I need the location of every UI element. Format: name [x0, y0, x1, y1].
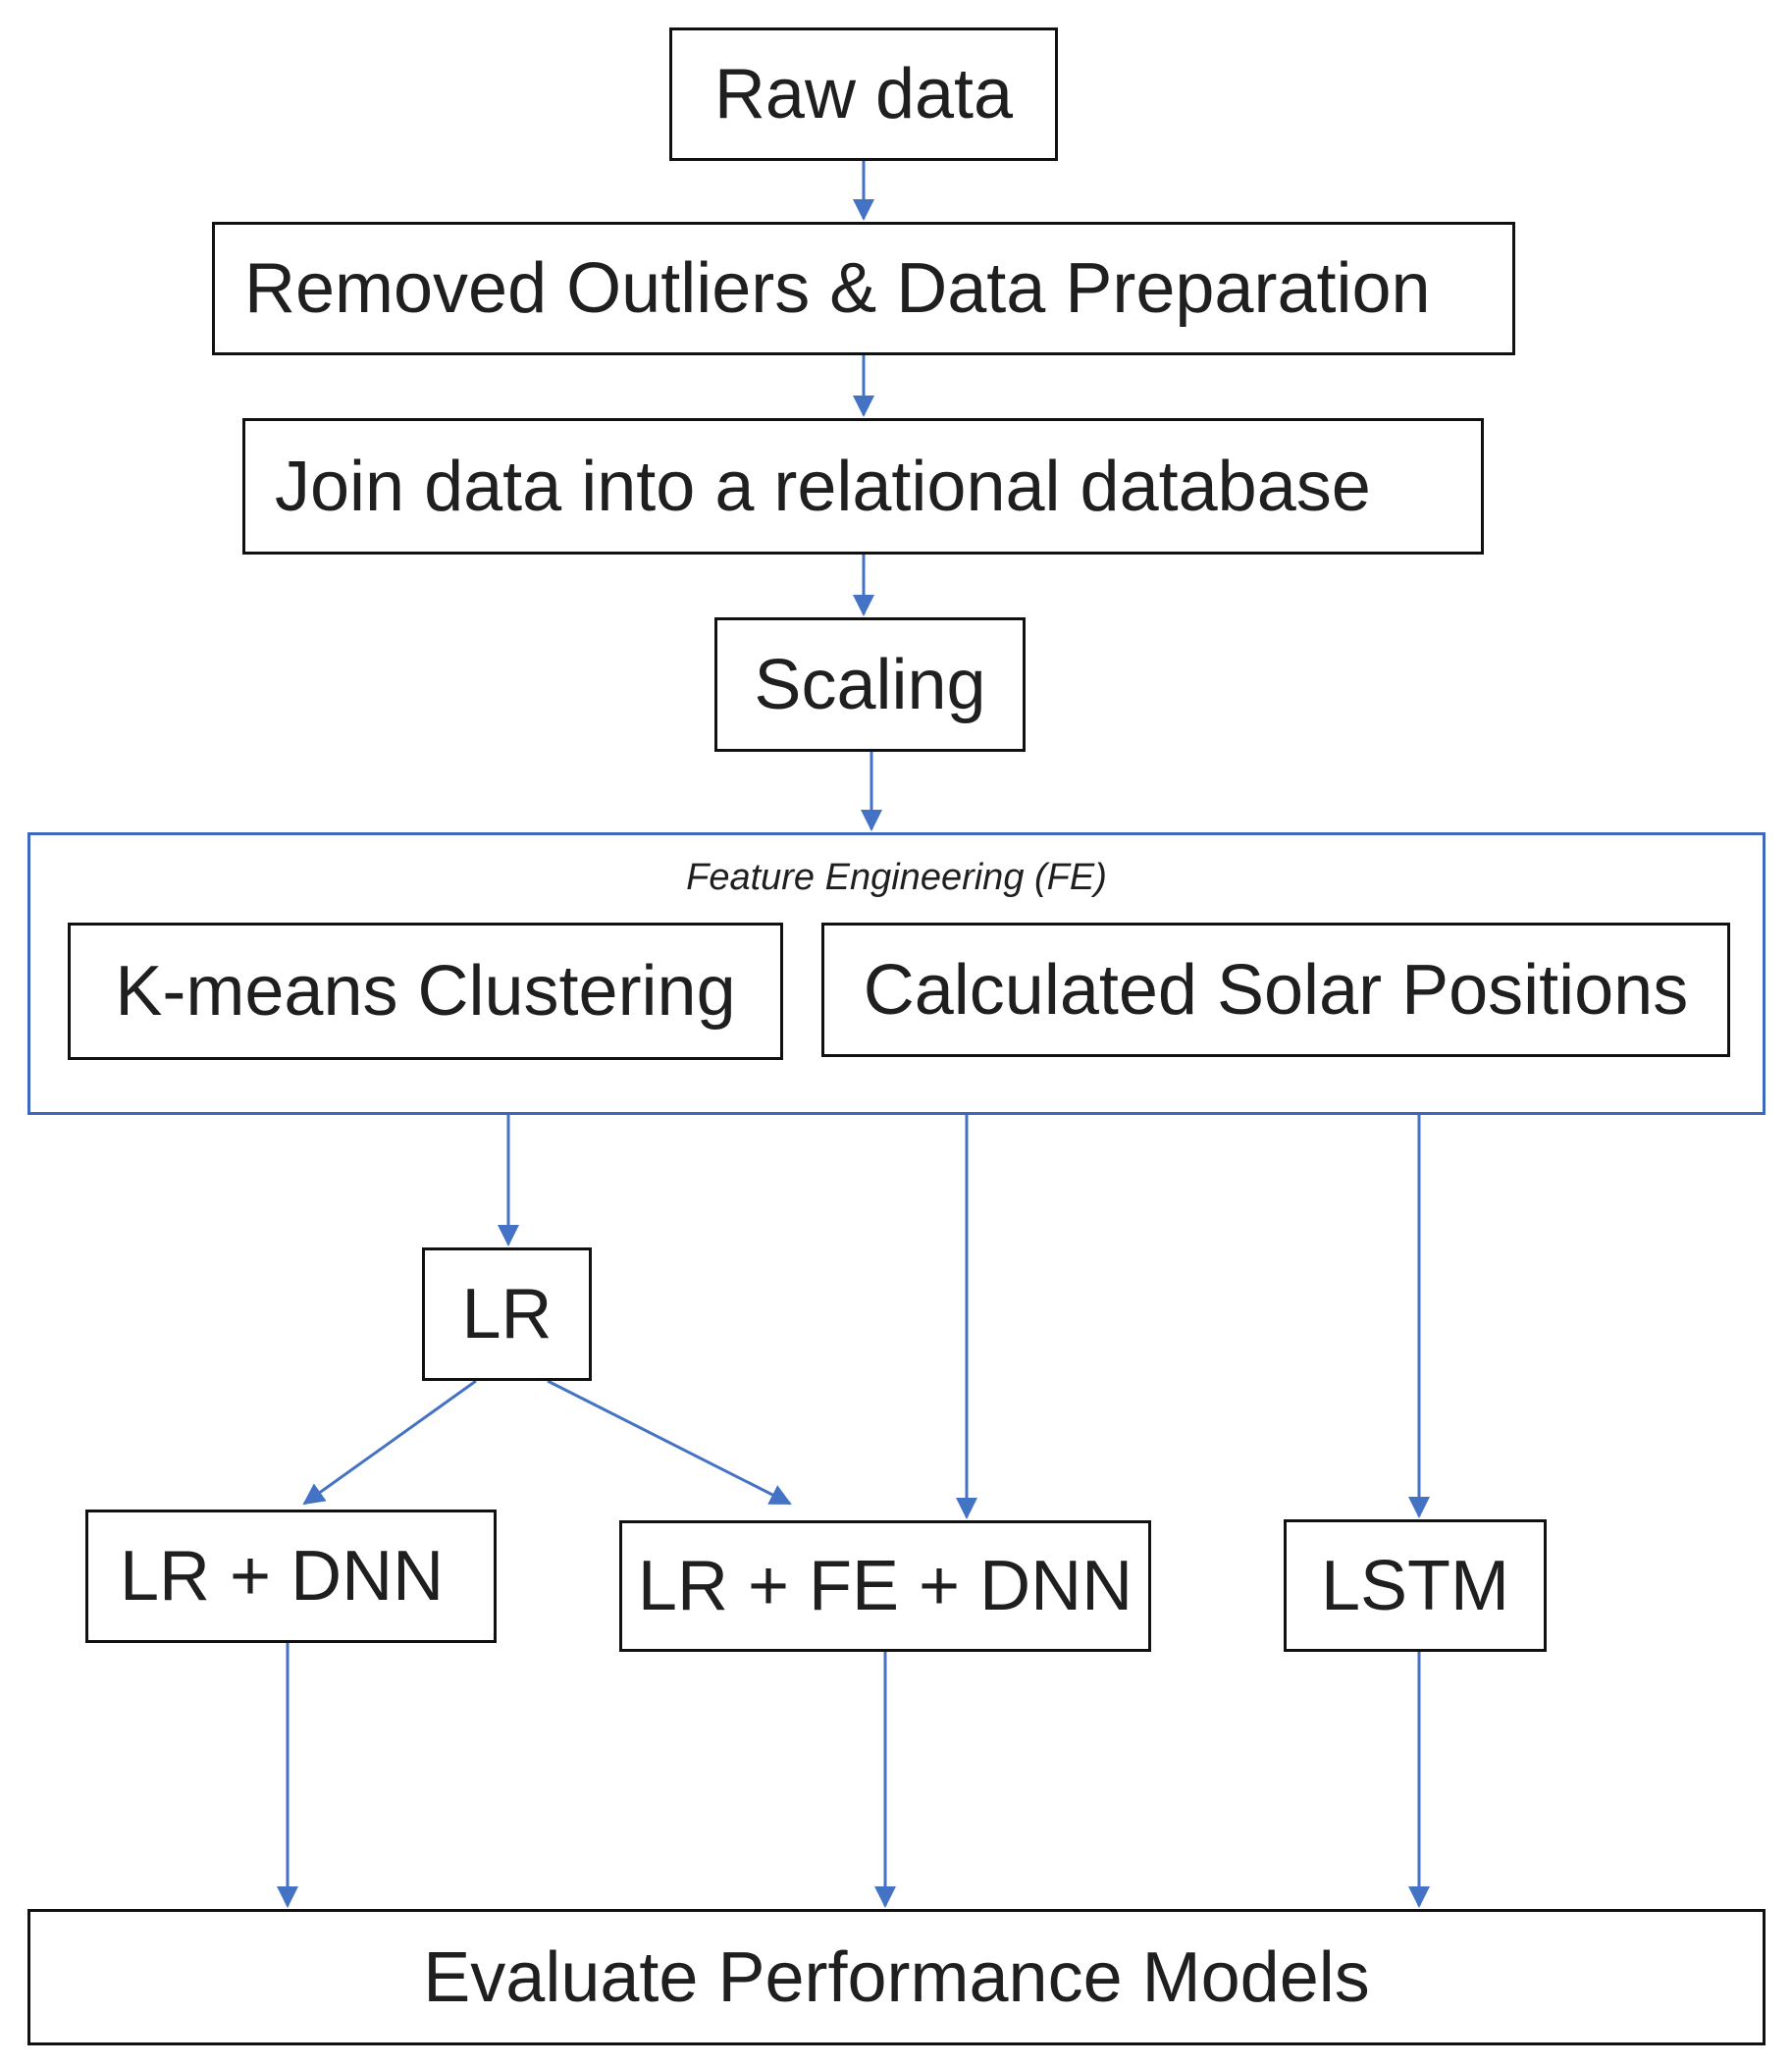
solar-positions-label: Calculated Solar Positions [863, 950, 1689, 1030]
outliers-node: Removed Outliers & Data Preparation [212, 222, 1515, 355]
join-label: Join data into a relational database [275, 447, 1371, 526]
lstm-label: LSTM [1320, 1546, 1510, 1625]
feature-engineering-group: Feature Engineering (FE) [27, 832, 1766, 1115]
kmeans-label: K-means Clustering [115, 952, 736, 1031]
lr-node: LR [422, 1247, 592, 1381]
evaluate-node: Evaluate Performance Models [27, 1909, 1766, 2045]
raw-data-node: Raw data [669, 27, 1058, 161]
lstm-node: LSTM [1284, 1519, 1547, 1652]
feature-engineering-title: Feature Engineering (FE) [686, 857, 1107, 898]
edge-lr-to-lr-dnn [302, 1379, 477, 1506]
solar-positions-node: Calculated Solar Positions [821, 923, 1730, 1057]
lr-dnn-label: LR + DNN [120, 1537, 445, 1616]
scaling-label: Scaling [754, 645, 986, 724]
outliers-label: Removed Outliers & Data Preparation [244, 249, 1431, 328]
scaling-node: Scaling [714, 617, 1026, 752]
lr-label: LR [461, 1275, 553, 1353]
evaluate-label: Evaluate Performance Models [423, 1937, 1370, 2017]
raw-data-label: Raw data [713, 55, 1014, 133]
lr-fe-dnn-node: LR + FE + DNN [619, 1520, 1151, 1652]
edge-lr-to-lr-fe-dnn [547, 1379, 792, 1506]
kmeans-node: K-means Clustering [68, 923, 783, 1060]
lr-dnn-node: LR + DNN [85, 1510, 497, 1643]
lr-fe-dnn-label: LR + FE + DNN [637, 1547, 1133, 1625]
join-node: Join data into a relational database [242, 418, 1484, 555]
